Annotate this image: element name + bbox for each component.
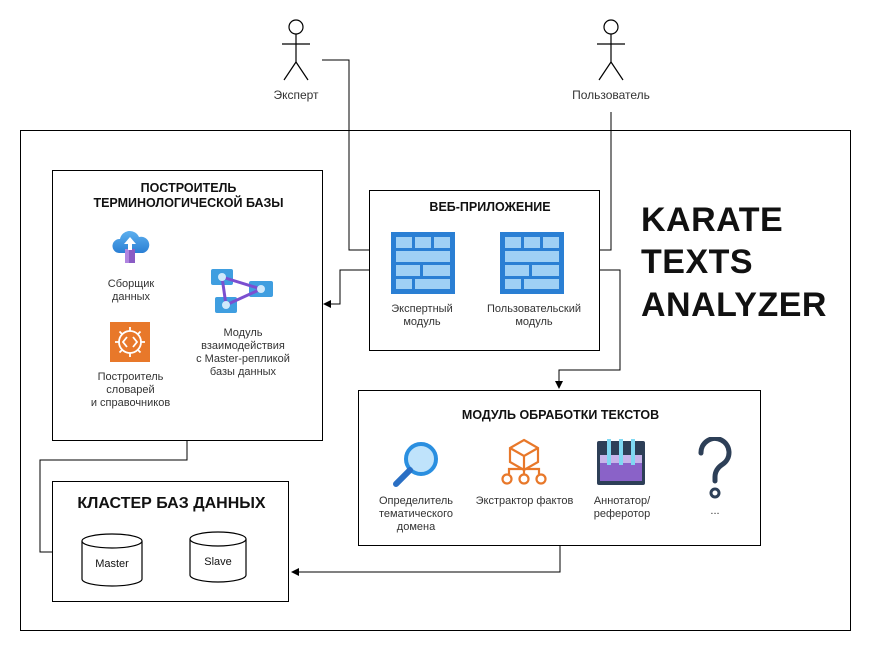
user-module-grid-window-icon[interactable] — [499, 231, 565, 295]
lab-tray-icon — [597, 439, 645, 485]
edge-user-module-to-text-processing — [555, 269, 621, 389]
expert-module-label: Экспертный модуль — [391, 303, 453, 328]
slave-database-icon — [189, 531, 247, 583]
slave-label: Slave — [204, 556, 232, 568]
domain-detector-label: Определитель тематического домена — [378, 495, 454, 533]
dict-builder-label: Построитель словарей и справочников — [90, 371, 171, 409]
code-gear-icon — [110, 322, 150, 362]
actor-expert-label: Эксперт — [273, 88, 319, 102]
annotator-label: Аннотатор/ реферотор — [593, 495, 651, 520]
network-nodes-icon — [211, 269, 273, 313]
system-title-line-1: KARATE — [641, 201, 784, 239]
expert-actor-icon — [282, 19, 310, 81]
master-label: Master — [95, 558, 129, 570]
web-app-box: ВЕБ-ПРИЛОЖЕНИЕ Экспертный модуль Пользов… — [369, 190, 600, 351]
more-label: ... — [710, 505, 720, 517]
term-builder-box: ПОСТРОИТЕЛЬ ТЕРМИНОЛОГИЧЕСКОЙ БАЗЫ Сборщ… — [52, 170, 323, 441]
term-builder-title: ПОСТРОИТЕЛЬ ТЕРМИНОЛОГИЧЕСКОЙ БАЗЫ — [93, 181, 284, 210]
user-actor-icon — [597, 19, 625, 81]
magnifier-icon — [393, 442, 438, 487]
fact-extractor-label: Экстрактор фактов — [475, 495, 574, 507]
collector-label: Сборщик данных — [107, 278, 155, 303]
hierarchy-icon — [501, 438, 547, 485]
text-processing-title: МОДУЛЬ ОБРАБОТКИ ТЕКСТОВ — [461, 408, 660, 422]
user-module-label: Пользовательский модуль — [487, 303, 581, 328]
edge-expert-to-expert-module — [322, 59, 387, 254]
expert-module-grid-window-icon[interactable] — [390, 231, 456, 295]
edge-text-processing-to-db — [291, 545, 561, 576]
web-app-title: ВЕБ-ПРИЛОЖЕНИЕ — [429, 200, 551, 214]
edge-expert-module-to-term-builder — [323, 269, 388, 308]
master-database-icon — [81, 533, 143, 587]
replica-module-label: Модуль взаимодействия с Master-репликой … — [196, 327, 290, 378]
actor-user-label: Пользователь — [572, 88, 650, 102]
cloud-upload-icon — [112, 230, 150, 263]
question-icon — [698, 437, 732, 499]
db-cluster-box: КЛАСТЕР БАЗ ДАННЫХ Master Slave — [52, 481, 289, 602]
text-processing-box: МОДУЛЬ ОБРАБОТКИ ТЕКСТОВ Определитель те… — [358, 390, 761, 546]
system-title-line-2: TEXTS — [641, 243, 754, 281]
db-cluster-title: КЛАСТЕР БАЗ ДАННЫХ — [77, 495, 266, 512]
system-title-line-3: ANALYZER — [641, 286, 827, 324]
